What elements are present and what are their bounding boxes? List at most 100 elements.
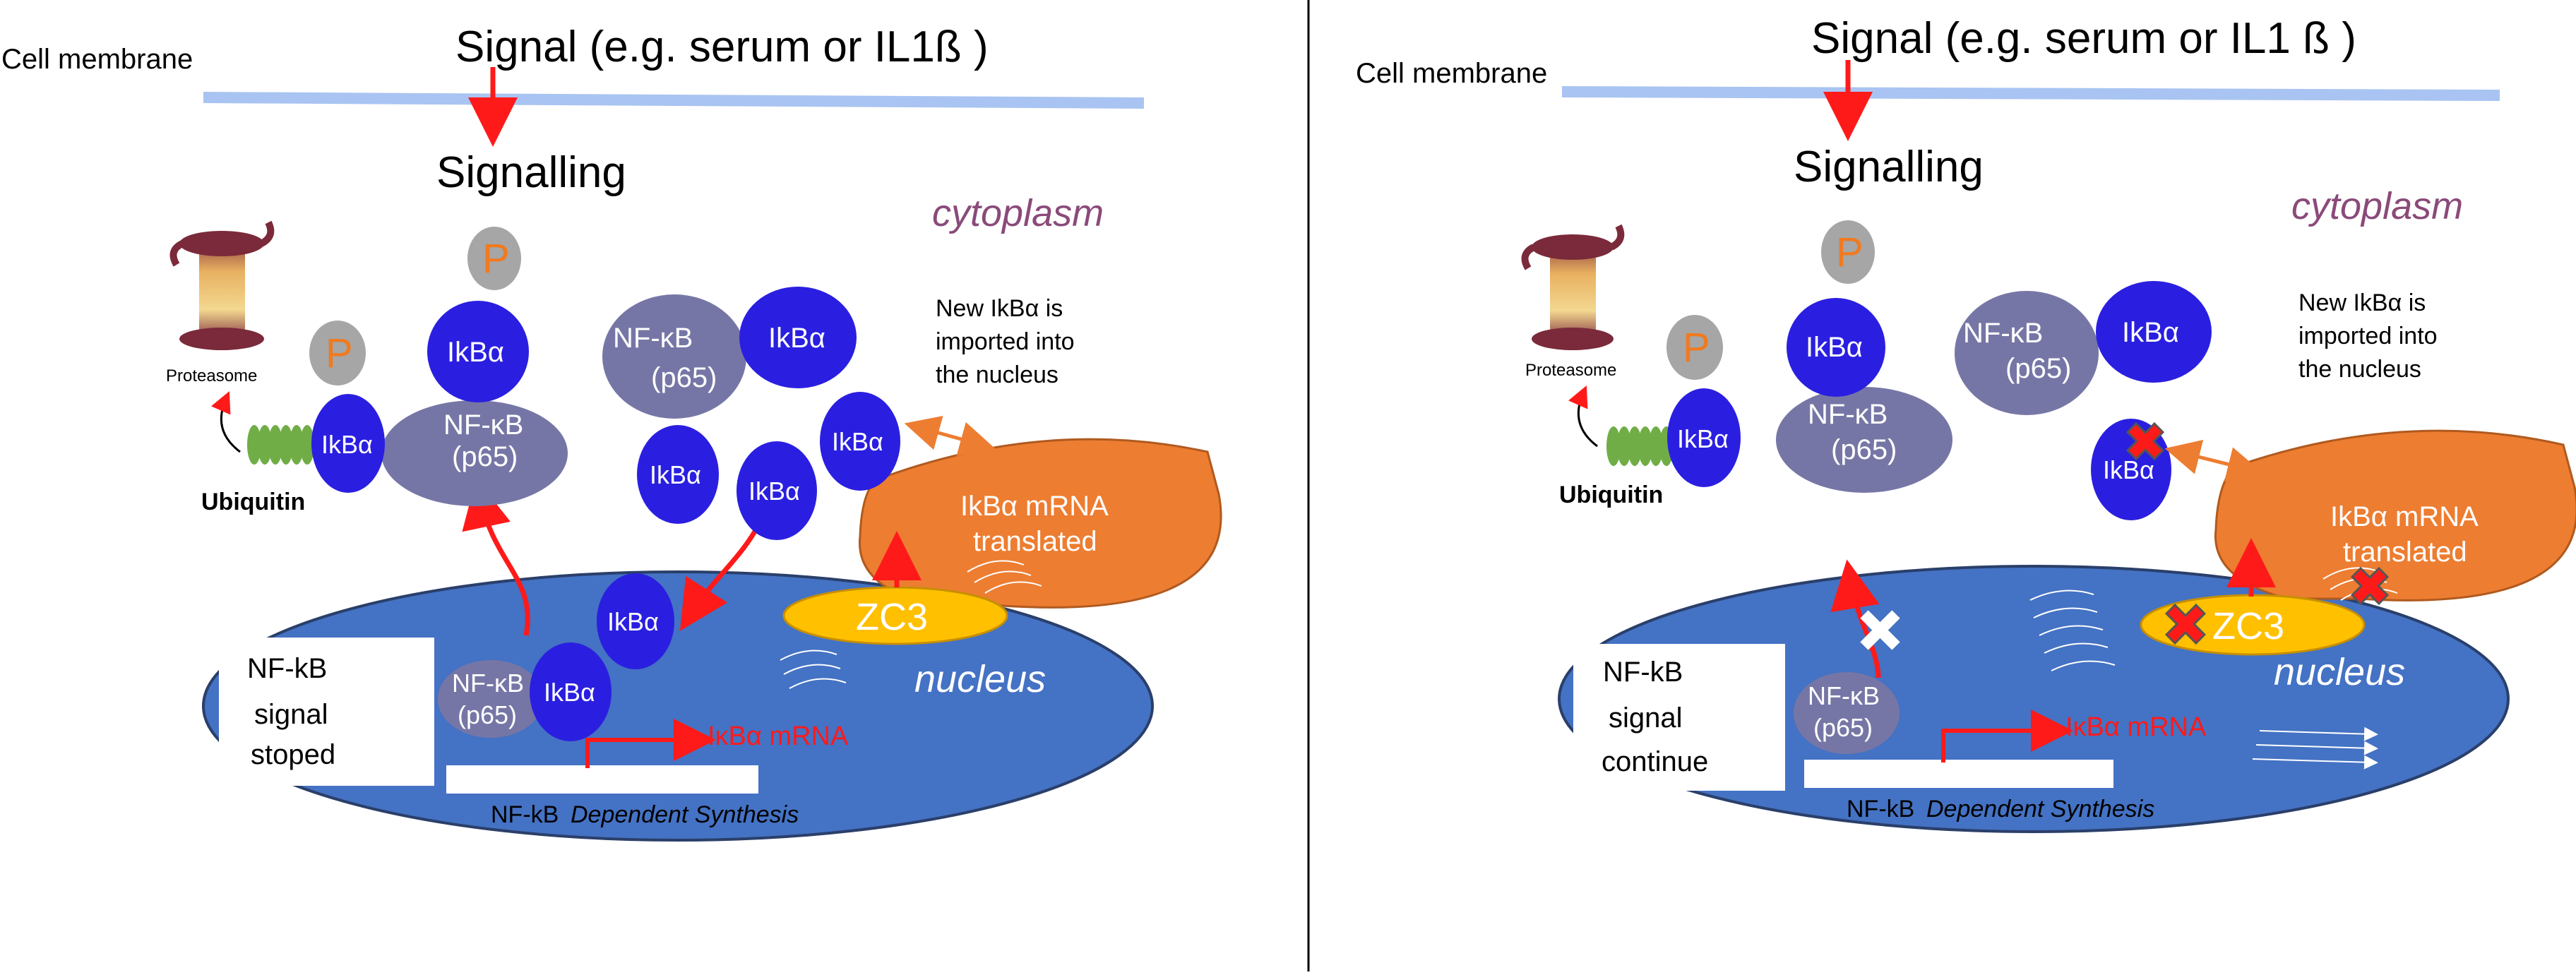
signal-label: Signal (e.g. serum or IL1ß ) (455, 23, 989, 71)
ikba-label: IkBα (544, 678, 595, 707)
ikba-cytoplasm (820, 392, 900, 491)
zc3-label: ZC3 (2212, 605, 2284, 647)
panel-right: Cell membrane Signal (e.g. serum or IL1 … (1356, 14, 2576, 833)
ikba-cytoplasm (737, 441, 817, 540)
ikba-label: IkBα (768, 323, 825, 354)
nfkb-label: NF-κB (613, 323, 693, 354)
exchange-arrow (2164, 440, 2263, 481)
ikba-phosphorylated (427, 301, 529, 402)
zc3-label: ZC3 (856, 596, 928, 638)
ikba-mrna-label: IκBα mRNA (708, 722, 849, 751)
proteasome-label: Proteasome (166, 366, 257, 385)
nfkb-nucleus-p65: (p65) (458, 700, 517, 729)
nfkb-export-arrow (1830, 559, 1881, 678)
ikba-label: IkBα (2122, 317, 2179, 348)
mrna-translated-line-1: IkBα mRNA (2330, 501, 2479, 532)
panel-left: Cell membrane Signal (e.g. serum or IL1ß… (1, 23, 1222, 842)
ikba-phosphorylated (1787, 298, 1885, 397)
signalling-label: Signalling (436, 148, 626, 197)
ikba-label: IkBα (1677, 424, 1729, 453)
ikba-import-arrow (679, 522, 762, 631)
blocked-x-icon (1860, 610, 1900, 650)
signalling-label: Signalling (1794, 143, 1984, 191)
ubiquitin-chain (247, 425, 314, 465)
cytoplasm-label: cytoplasm (2291, 185, 2463, 227)
ikba-nucleus (597, 573, 674, 669)
mrna-translated-line-2: translated (2343, 537, 2467, 568)
phosphate-ball (309, 321, 366, 385)
ubiquitin-label: Ubiquitin (201, 489, 305, 515)
phosphate-label: P (1683, 325, 1710, 371)
new-ikba-line-1: New IkBα is (2298, 289, 2426, 316)
exchange-arrow (904, 415, 996, 457)
new-ikba-line-2: imported into (936, 328, 1075, 355)
ikba-ubiquitinated (311, 394, 385, 493)
ikba-label: IkBα (607, 607, 659, 636)
ikba-label: IkBα (650, 460, 701, 489)
cytoplasm-label: cytoplasm (932, 192, 1104, 234)
blocked-x-icon (2125, 421, 2165, 461)
nfkb-nucleus-label: NF-κB (1808, 681, 1880, 710)
new-ikba-line-1: New IkBα is (936, 295, 1063, 322)
mrna-waves (780, 650, 847, 689)
ikba-bound-nucleus (530, 642, 612, 741)
nfkb-nucleus (1794, 672, 1900, 754)
box-line-2: signal (1609, 702, 1683, 734)
nfkb-label: NF-κB (443, 409, 523, 441)
blocked-x-icon (2350, 566, 2390, 606)
ikba-label: IkBα (832, 427, 883, 456)
nfkb-bound (1776, 387, 1952, 493)
cell-membrane-line (1561, 86, 2500, 101)
nfkb-label: NF-κB (1808, 399, 1888, 430)
ikba-ubiquitinated (1667, 388, 1741, 487)
nfkb-complex (602, 294, 746, 419)
mrna-translated-line-1: IkBα mRNA (960, 491, 1109, 522)
synthesis-label: Dependent Synthesis (1926, 796, 2154, 823)
p65-label: (p65) (2005, 353, 2071, 384)
ikba-label: IkBα (447, 337, 504, 368)
ribosome (2214, 429, 2576, 602)
ubiquitin-chain (1606, 426, 1674, 466)
new-ikba-line-3: the nucleus (936, 361, 1059, 388)
phosphate-label: P (482, 236, 510, 282)
degradation-arrow (1568, 385, 1598, 448)
signal-label: Signal (e.g. serum or IL1 ß ) (1811, 14, 2356, 63)
nfkb-bound (381, 400, 568, 506)
proteasome-icon (1521, 224, 1625, 350)
nfkb-nucleus-label: NF-κB (452, 669, 524, 698)
ubiquitin-label: Ubiquitin (1559, 481, 1663, 508)
mrna-translated-line-2: translated (973, 526, 1097, 557)
box-line-2: signal (254, 699, 328, 730)
p65-label: (p65) (452, 441, 518, 472)
signal-status-box (219, 638, 434, 786)
ikba-cytoplasm (637, 425, 719, 524)
nfkb-nucleus (438, 660, 544, 738)
transcription-arrow (1941, 710, 2073, 762)
blocked-x-icon (2164, 603, 2207, 645)
cell-membrane-label: Cell membrane (1, 44, 193, 75)
cell-membrane-label: Cell membrane (1356, 58, 1547, 89)
phosphate-ball (467, 227, 521, 290)
export-arrows (2252, 726, 2378, 770)
proteasome-icon (169, 220, 275, 350)
synthesis-prefix: NF-kB (491, 801, 559, 828)
mrna-waves (2029, 590, 2116, 671)
nucleus-label: nucleus (914, 658, 1046, 700)
ribosome (858, 438, 1222, 609)
phosphate-label: P (326, 330, 353, 376)
dna-bar (446, 765, 758, 794)
ikba-mrna-label: IκBα mRNA (2065, 712, 2207, 742)
proteasome-label: Proteasome (1525, 361, 1616, 380)
signal-status-box (1573, 644, 1785, 791)
phosphate-label: P (1836, 229, 1864, 275)
nucleus-label: nucleus (2274, 651, 2405, 693)
p65-label: (p65) (651, 362, 717, 393)
ikba-label: IkBα (321, 430, 373, 459)
transcription-arrow (585, 719, 716, 768)
nfkb-nucleus-p65: (p65) (1813, 713, 1873, 742)
synthesis-prefix: NF-kB (1847, 796, 1914, 823)
cell-membrane-line (203, 92, 1145, 109)
new-ikba-line-2: imported into (2298, 323, 2438, 349)
degradation-arrow (210, 391, 241, 453)
